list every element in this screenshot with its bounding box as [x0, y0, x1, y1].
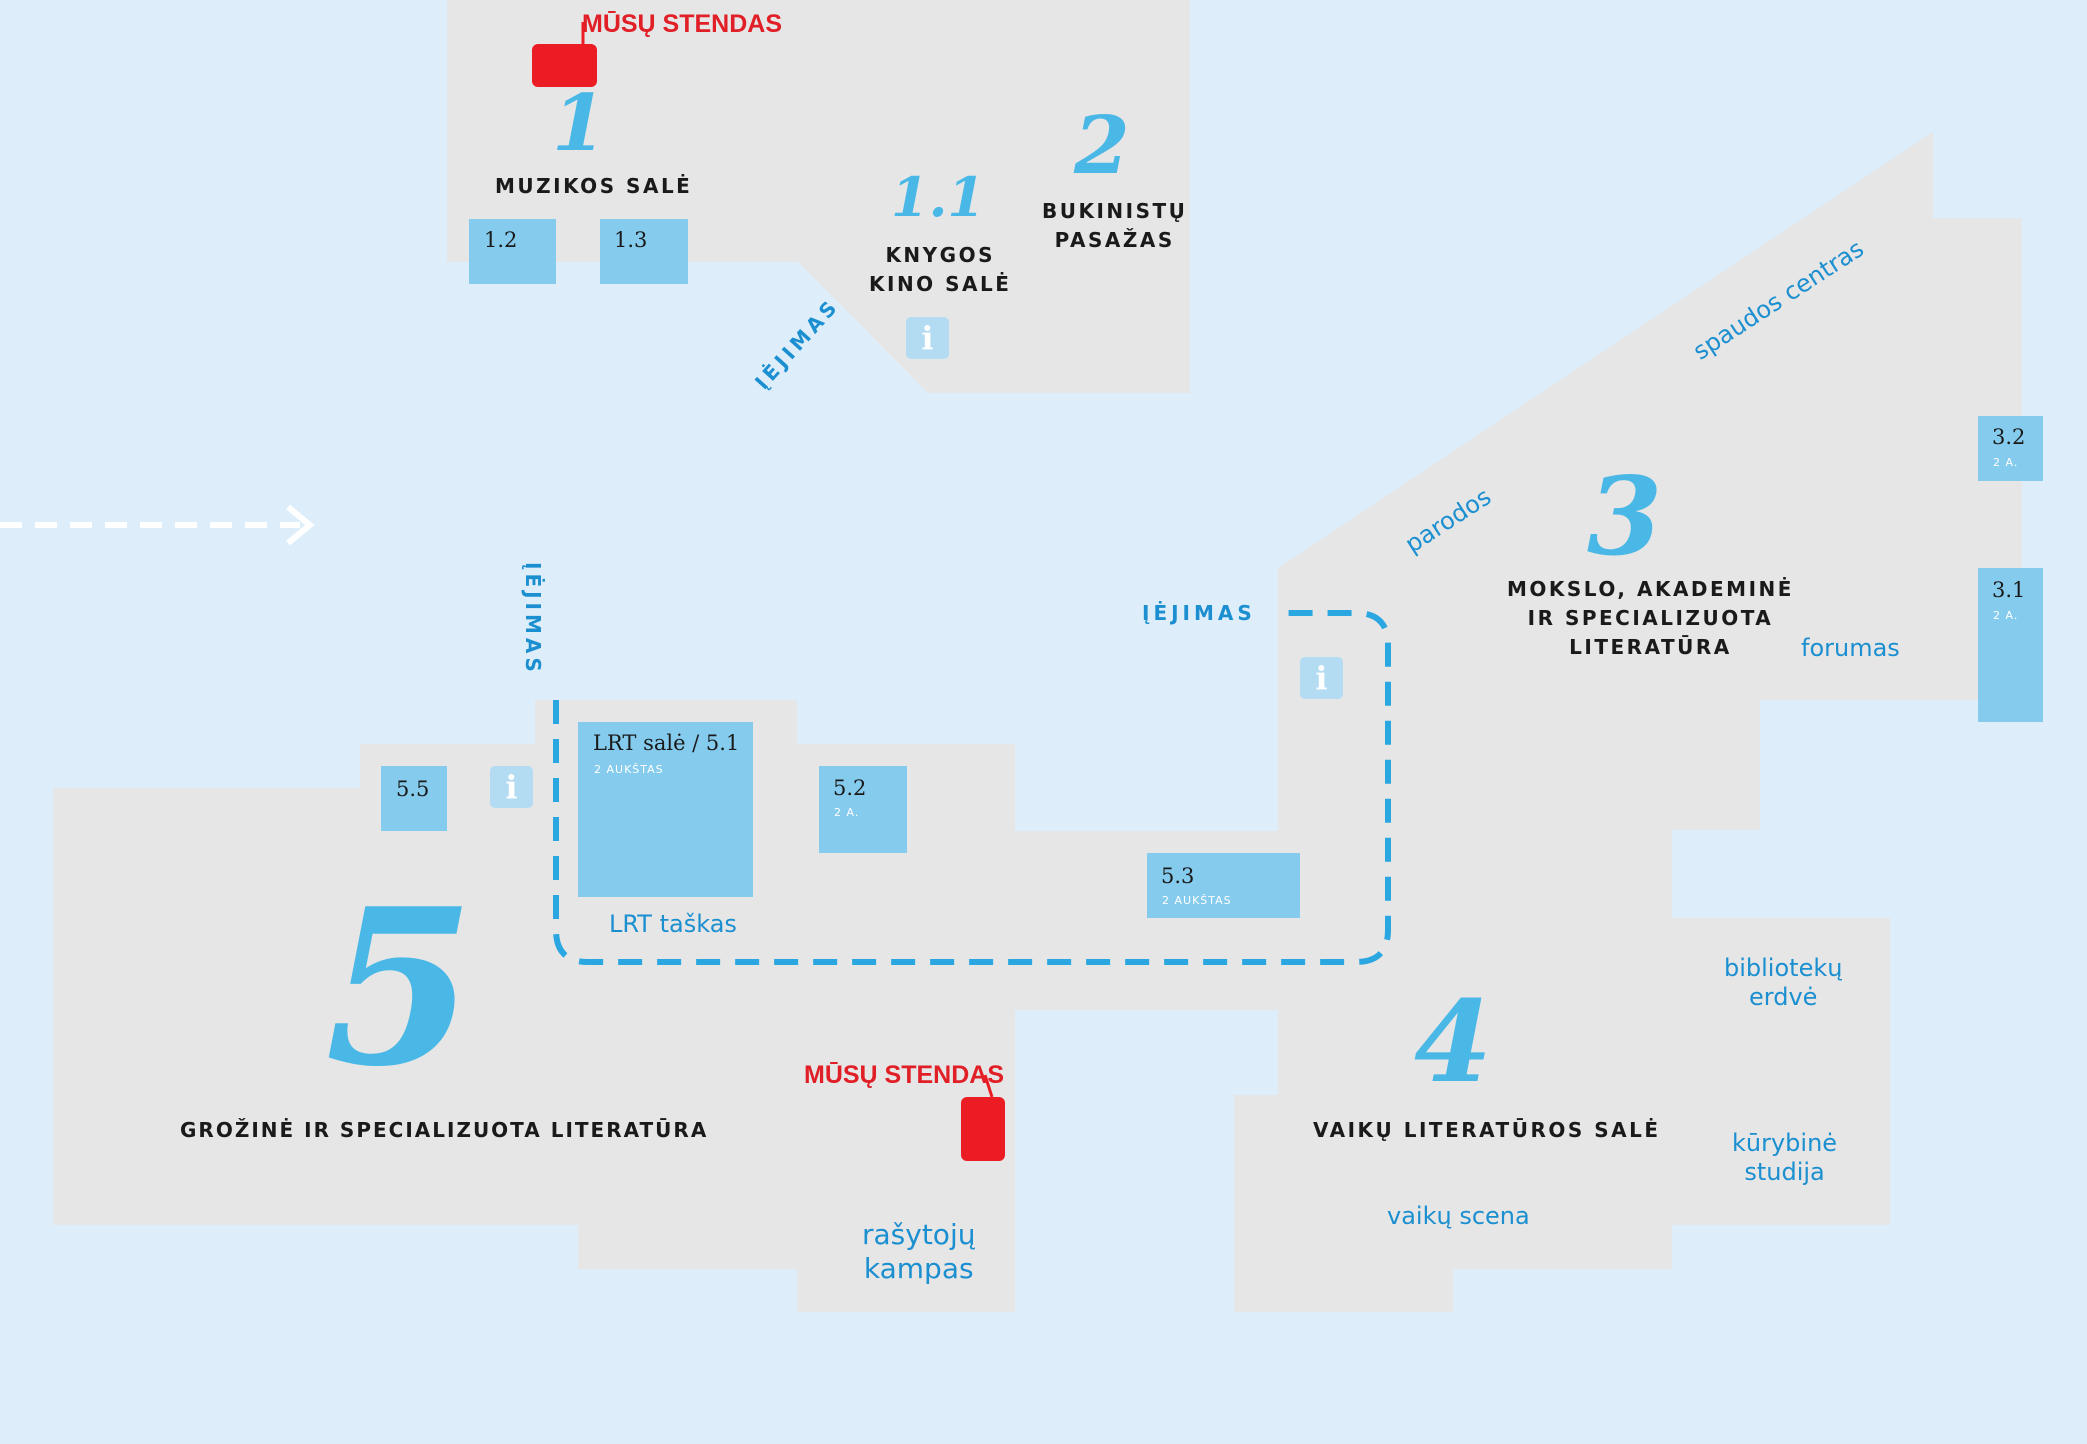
hall-4-number: 4	[1414, 977, 1492, 1108]
room-5-5[interactable]	[381, 766, 447, 831]
room-3-2-label: 3.2	[1992, 425, 2026, 449]
stand-pin-icon[interactable]	[961, 1097, 1005, 1161]
stand-label: MŪSŲ STENDAS	[582, 10, 783, 38]
zone-kurybine-studija: kūrybinė studija	[1732, 1129, 1838, 1186]
zone-forumas: forumas	[1801, 634, 1900, 662]
zone-rasytoju-kampas: rašytojų kampas	[862, 1218, 976, 1285]
hall-4-name: VAIKŲ LITERATŪROS SALĖ	[1313, 1118, 1661, 1142]
hall-2-number: 2	[1074, 98, 1130, 192]
room-1-2-label: 1.2	[484, 228, 518, 252]
room-5-3[interactable]	[1147, 853, 1300, 918]
hall-5-name: GROŽINĖ IR SPECIALIZUOTA LITERATŪRA	[180, 1118, 709, 1142]
lrt-route-dashed	[553, 610, 1391, 965]
hall-connector-floor	[1015, 960, 1278, 1010]
room-5-1-sublabel: 2 AUKŠTAS	[594, 763, 664, 776]
hall-1-number: 1	[552, 78, 607, 169]
room-5-3-sublabel: 2 AUKŠTAS	[1162, 894, 1232, 907]
hall-3-number: 3	[1587, 454, 1663, 580]
hall-1-1-number: 1.1	[891, 165, 985, 229]
hall-3-name: MOKSLO, AKADEMINĖ IR SPECIALIZUOTA LITER…	[1507, 577, 1794, 659]
room-5-2[interactable]	[819, 766, 907, 853]
stand-pin-icon[interactable]	[532, 44, 597, 87]
entrance-label-left: ĮĖJIMAS	[521, 562, 545, 676]
room-3-1-label: 3.1	[1992, 578, 2026, 602]
zone-bibliotekos-erdve: bibliotekų erdvė	[1724, 954, 1843, 1011]
stand-label: MŪSŲ STENDAS	[804, 1061, 1005, 1089]
room-3-2[interactable]	[1978, 416, 2043, 481]
entrance-label-right: ĮĖJIMAS	[1142, 601, 1256, 625]
zone-vaiku-scena: vaikų scena	[1387, 1202, 1530, 1230]
hall-4-floor	[1234, 918, 1890, 1312]
info-icon[interactable]: i	[490, 766, 533, 808]
room-1-3-label: 1.3	[614, 228, 648, 252]
zone-lrt-taskas: LRT taškas	[609, 910, 737, 938]
room-1-3[interactable]	[600, 219, 688, 284]
room-5-2-sublabel: 2 A.	[834, 806, 860, 819]
room-5-2-label: 5.2	[833, 776, 867, 800]
arrow-right-icon	[0, 504, 315, 546]
hall-5-number: 5	[325, 861, 475, 1114]
room-3-2-sublabel: 2 A.	[1993, 456, 2019, 469]
info-icon[interactable]: i	[1300, 657, 1343, 699]
info-icon[interactable]: i	[906, 317, 949, 359]
hall-3-floor	[1278, 132, 2022, 920]
hall-1-2-floor	[447, 0, 1190, 393]
hall-1-1-name: KNYGOS KINO SALĖ	[869, 243, 1012, 296]
room-3-1-sublabel: 2 A.	[1993, 609, 2019, 622]
room-5-1-label: LRT salė / 5.1	[593, 731, 740, 755]
room-5-3-label: 5.3	[1161, 864, 1195, 888]
room-1-2[interactable]	[469, 219, 556, 284]
room-5-5-label: 5.5	[396, 777, 430, 801]
room-3-1[interactable]	[1978, 568, 2043, 722]
hall-2-name: BUKINISTŲ PASAŽAS	[1042, 199, 1188, 252]
room-5-1[interactable]	[578, 722, 753, 897]
hall-1-name: MUZIKOS SALĖ	[495, 174, 693, 198]
